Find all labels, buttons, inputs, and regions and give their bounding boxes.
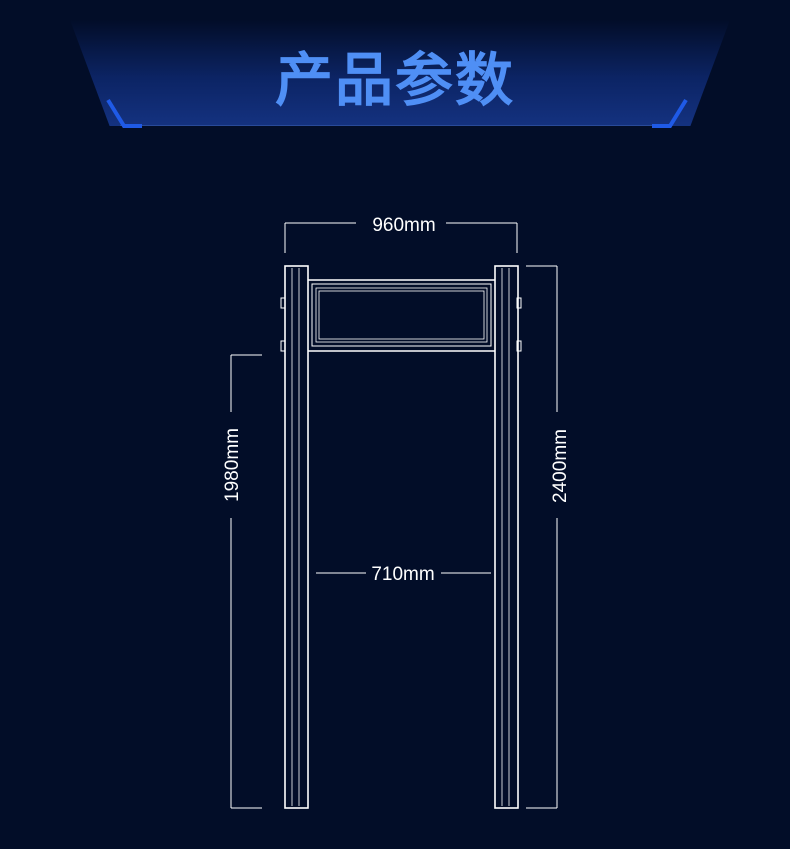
left-pillar [280,265,309,809]
left-corner-bracket-icon [106,98,142,128]
header-glow [70,20,730,126]
width-label: 960mm [372,215,435,236]
inner-height-label: 1980mm [222,428,243,502]
inner-width-label: 710mm [371,564,434,585]
right-pillar [494,265,522,809]
page-title: 产品参数 [274,46,515,114]
top-panel [308,279,495,352]
total-height-dimension-lines [526,265,558,809]
header-underline [120,125,670,126]
width-dimension-lines [284,222,518,253]
inner-height-dimension-lines [230,354,262,809]
total-height-label: 2400mm [550,429,571,503]
right-corner-bracket-icon [652,98,688,128]
